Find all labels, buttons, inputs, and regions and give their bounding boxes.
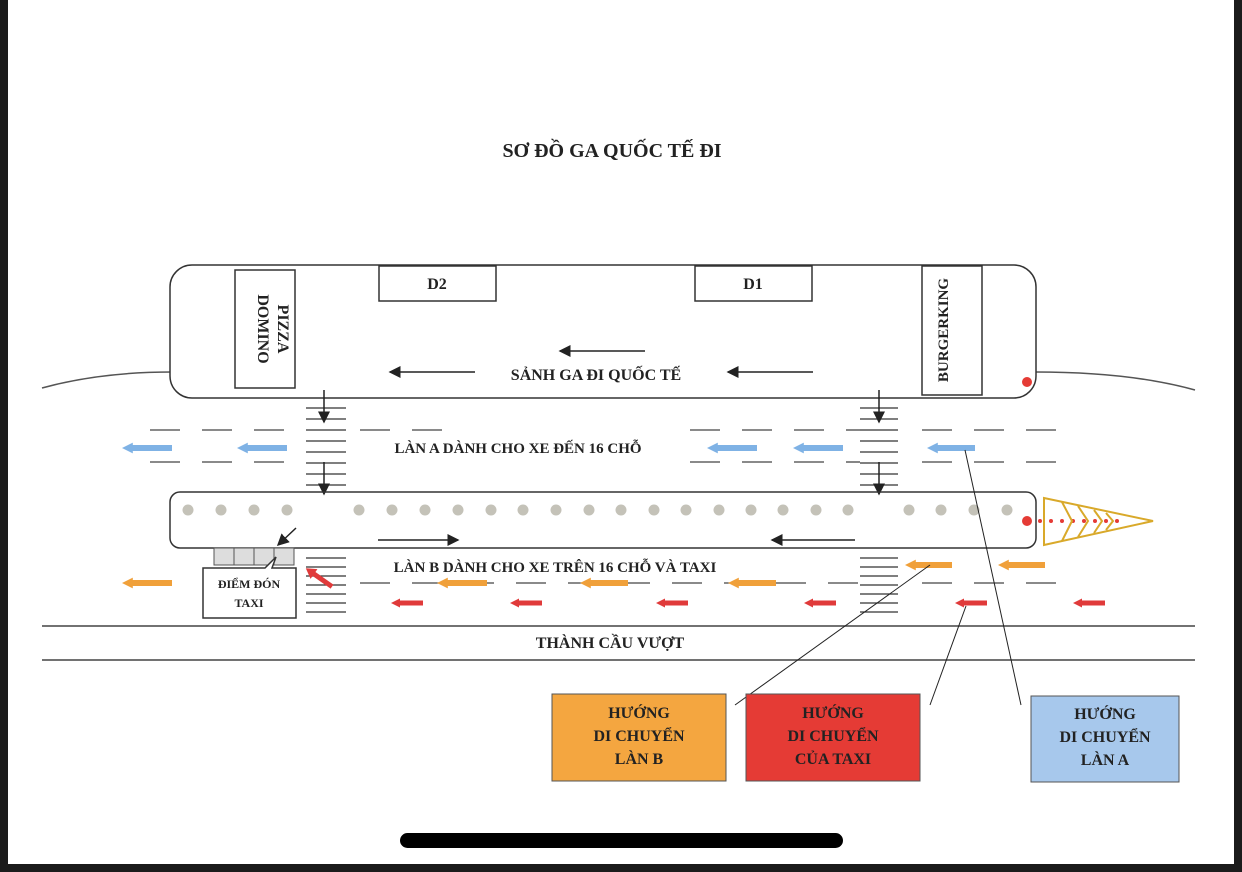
taxi-arrow-icon bbox=[804, 598, 836, 608]
legend-text: LÀN B bbox=[615, 749, 664, 768]
diagram-page: SƠ ĐỒ GA QUỐC TẾ ĐI DOMINO PIZZA D2 D1 B… bbox=[8, 0, 1234, 864]
bollard bbox=[550, 504, 562, 516]
terminal-diagram: SƠ ĐỒ GA QUỐC TẾ ĐI DOMINO PIZZA D2 D1 B… bbox=[41, 138, 1196, 783]
taxi-point-line1: ĐIỂM ĐÓN bbox=[218, 576, 281, 591]
taxi-arrow-icon bbox=[510, 598, 542, 608]
traffic-cone-icon bbox=[1043, 496, 1154, 547]
bollard bbox=[810, 504, 822, 516]
bollard bbox=[713, 504, 725, 516]
home-indicator[interactable] bbox=[400, 833, 843, 848]
taxi-arrow-icon bbox=[1073, 598, 1105, 608]
median-island bbox=[169, 491, 1037, 549]
taxi-arrow-icon bbox=[305, 568, 334, 589]
cone-dot bbox=[1049, 519, 1053, 523]
lane-a-arrow-icon bbox=[793, 442, 843, 454]
legend-text: DI CHUYỂN bbox=[1059, 727, 1151, 746]
bollard bbox=[842, 504, 854, 516]
cone-dot bbox=[1038, 519, 1042, 523]
overpass-label: THÀNH CẦU VƯỢT bbox=[536, 633, 685, 652]
taxi-pickup-point: ĐIỂM ĐÓN TAXI bbox=[202, 527, 297, 619]
bollard bbox=[968, 504, 980, 516]
legend-text: HƯỚNG bbox=[608, 703, 670, 722]
legend-text: DI CHUYỂN bbox=[787, 726, 879, 745]
bollard bbox=[353, 504, 365, 516]
terminal-building: DOMINO PIZZA D2 D1 BURGERKING SẢNH GA ĐI… bbox=[169, 264, 1037, 399]
red-marker bbox=[1022, 516, 1032, 526]
cone-dot bbox=[1082, 519, 1086, 523]
road-curve-left bbox=[41, 371, 173, 389]
lane-b-arrow-icon bbox=[728, 577, 776, 589]
bollard bbox=[281, 504, 293, 516]
bollard bbox=[419, 504, 431, 516]
bollard bbox=[215, 504, 227, 516]
leader-line bbox=[964, 449, 1022, 706]
legend-text: DI CHUYỂN bbox=[593, 726, 685, 745]
lane-b-arrow-icon bbox=[905, 559, 952, 571]
shop-burgerking-label: BURGERKING bbox=[936, 278, 952, 383]
page-title: SƠ ĐỒ GA QUỐC TẾ ĐI bbox=[502, 138, 721, 162]
taxi-arrow-icon bbox=[656, 598, 688, 608]
red-marker bbox=[1022, 377, 1032, 387]
hall-label: SẢNH GA ĐI QUỐC TẾ bbox=[511, 364, 681, 384]
taxi-point-line2: TAXI bbox=[234, 596, 263, 610]
bollard bbox=[935, 504, 947, 516]
gate-d1 bbox=[694, 265, 813, 302]
shop-domino-pizza bbox=[234, 269, 296, 389]
shop-domino-line2: PIZZA bbox=[274, 305, 291, 354]
cone-dot bbox=[1093, 519, 1097, 523]
bollard bbox=[485, 504, 497, 516]
legend-lane-a: HƯỚNG DI CHUYỂN LÀN A bbox=[1030, 695, 1180, 783]
bollard bbox=[745, 504, 757, 516]
bollards bbox=[182, 504, 1013, 516]
bollard bbox=[517, 504, 529, 516]
lane-b-arrow-icon bbox=[580, 577, 628, 589]
legend-taxi: HƯỚNG DI CHUYỂN CỦA TAXI bbox=[745, 693, 921, 782]
lane-a-arrow-icon bbox=[927, 442, 975, 454]
taxi-arrow-icon bbox=[955, 598, 987, 608]
cone-dot bbox=[1115, 519, 1119, 523]
lane-a-arrow-icon bbox=[707, 442, 757, 454]
bollard bbox=[648, 504, 660, 516]
legend-text: HƯỚNG bbox=[802, 703, 864, 722]
road-curve-right bbox=[1035, 371, 1196, 391]
bollard bbox=[903, 504, 915, 516]
legend-text: CỦA TAXI bbox=[795, 749, 871, 768]
lane-b-arrow-icon bbox=[122, 577, 172, 589]
bollard bbox=[583, 504, 595, 516]
cone-dot bbox=[1060, 519, 1064, 523]
shop-domino-line1: DOMINO bbox=[254, 294, 271, 363]
gate-d1-label: D1 bbox=[743, 276, 763, 293]
road-markings bbox=[122, 390, 1119, 613]
bollard bbox=[248, 504, 260, 516]
lane-a-arrow-icon bbox=[122, 442, 172, 454]
bollard bbox=[452, 504, 464, 516]
bollard bbox=[615, 504, 627, 516]
bollard bbox=[1001, 504, 1013, 516]
bollard bbox=[182, 504, 194, 516]
bollard bbox=[777, 504, 789, 516]
legend-text: HƯỚNG bbox=[1074, 704, 1136, 723]
bollard bbox=[386, 504, 398, 516]
lane-a-label: LÀN A DÀNH CHO XE ĐẾN 16 CHỖ bbox=[394, 439, 641, 457]
shop-burgerking bbox=[921, 265, 983, 396]
lane-b-arrow-icon bbox=[437, 577, 487, 589]
gate-d2 bbox=[378, 265, 497, 302]
lane-a-arrow-icon bbox=[237, 442, 287, 454]
taxi-arrow-icon bbox=[391, 598, 423, 608]
gate-d2-label: D2 bbox=[427, 276, 447, 293]
lane-b-arrow-icon bbox=[998, 559, 1045, 571]
leader-line bbox=[929, 605, 967, 706]
legend-lane-b: HƯỚNG DI CHUYỂN LÀN B bbox=[551, 693, 727, 782]
bollard bbox=[680, 504, 692, 516]
leader-line bbox=[734, 564, 931, 706]
lane-b-label: LÀN B DÀNH CHO XE TRÊN 16 CHỖ VÀ TAXI bbox=[394, 558, 717, 576]
legend-text: LÀN A bbox=[1081, 750, 1130, 769]
cone-dot bbox=[1104, 519, 1108, 523]
pointer-arrow-icon bbox=[276, 527, 297, 547]
